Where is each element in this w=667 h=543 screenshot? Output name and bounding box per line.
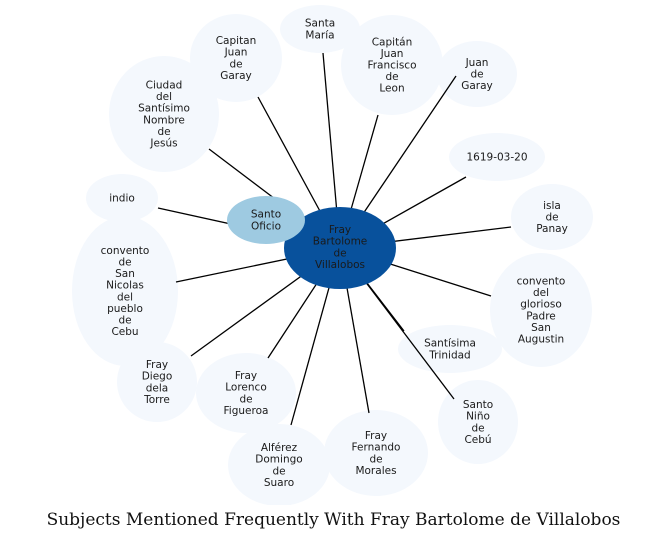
leaf-node-bubble (398, 325, 502, 373)
leaf-node-bubble (449, 133, 545, 181)
leaf-node-bubble (324, 410, 428, 496)
leaf-node-bubble (109, 56, 219, 172)
leaf-node-bubble (196, 353, 296, 433)
secondary-node-bubble (227, 196, 305, 244)
leaf-node-1619-03-20[interactable]: 1619-03-20 (449, 133, 545, 181)
leaf-node-bubble (438, 380, 518, 464)
leaf-node-bubble (341, 15, 443, 115)
leaf-node-bubble (437, 41, 517, 107)
leaf-node-bubble (280, 5, 360, 53)
leaf-node-bubble (511, 184, 593, 250)
leaf-node-indio[interactable]: indio (86, 174, 158, 222)
leaf-node-label: indio (109, 193, 135, 205)
leaf-node-label: 1619-03-20 (466, 152, 527, 164)
diagram-title: Subjects Mentioned Frequently With Fray … (46, 510, 621, 530)
center-node-bubble (284, 207, 396, 289)
leaf-node-bubble (72, 216, 178, 366)
leaf-node-bubble (228, 424, 330, 505)
leaf-node-bubble (190, 14, 282, 102)
leaf-node-bubble (490, 253, 592, 367)
leaf-node-bubble (86, 174, 158, 222)
